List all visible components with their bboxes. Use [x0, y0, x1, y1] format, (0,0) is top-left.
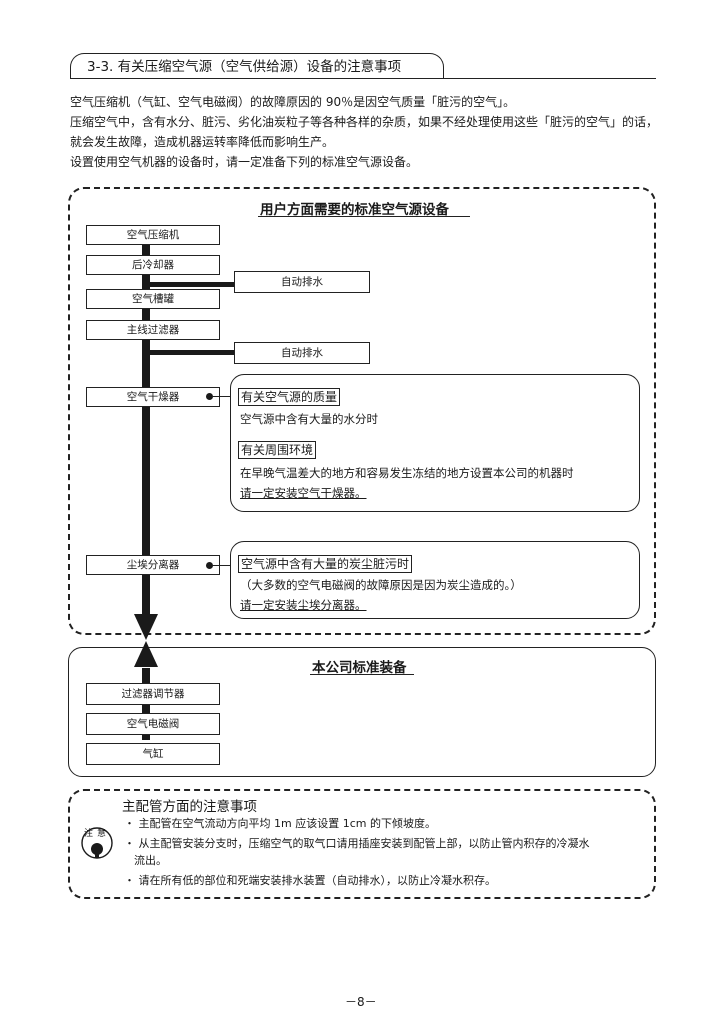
air-quality-text: 空气源中含有大量的水分时 — [240, 412, 378, 426]
dust-condition-label: 空气源中含有大量的炭尘脏污时 — [238, 555, 413, 573]
filter-regulator-box: 过滤器调节器 — [86, 683, 220, 705]
piping-note-2-continued: 流出。 — [134, 854, 167, 867]
user-equipment-title-underline — [258, 216, 470, 217]
page-number: －8－ — [345, 995, 377, 1009]
main-air-pipe — [142, 243, 150, 619]
air-quality-label: 有关空气源的质量 — [238, 388, 341, 406]
air-compressor-box: 空气压缩机 — [86, 225, 220, 245]
air-dryer-box: 空气干燥器 — [86, 387, 220, 407]
dust-separator-box: 尘埃分离器 — [86, 555, 220, 575]
user-equipment-title: 用户方面需要的标准空气源设备 — [260, 202, 449, 218]
drain-branch-2 — [146, 350, 236, 355]
drain-branch-1 — [146, 282, 236, 287]
section-title: 3-3. 有关压缩空气源（空气供给源）设备的注意事项 — [70, 53, 444, 79]
dust-reason-text: （大多数的空气电磁阀的故障原因是因为炭尘造成的。） — [240, 578, 522, 592]
air-tank-box: 空气槽罐 — [86, 289, 220, 309]
company-standard-title: 本公司标准装备 — [312, 660, 407, 676]
piping-note-1: ・ 主配管在空气流动方向平均 1m 应该设置 1cm 的下倾坡度。 — [124, 817, 436, 830]
piping-note-3: ・ 请在所有低的部位和死端安装排水装置（自动排水），以防止冷凝水积存。 — [124, 874, 496, 887]
intro-line-2: 压缩空气中，含有水分、脏污、劣化油炭粒子等各种各样的杂质，如果不经处理使用这些「… — [70, 115, 659, 129]
piping-notes-title: 主配管方面的注意事项 — [122, 799, 257, 815]
install-dust-separator-instruction: 请一定安装尘埃分离器。 — [240, 598, 367, 612]
intro-line-1: 空气压缩机（气缸、空气电磁阀）的故障原因的 90％是因空气质量「脏污的空气」。 — [70, 95, 516, 109]
piping-note-2: ・ 从主配管安装分支时，压缩空气的取气口请用插座安装到配管上部，以防止管内积存的… — [124, 837, 590, 850]
user-equipment-frame — [68, 187, 656, 635]
flow-arrow-down-icon — [134, 614, 158, 640]
header-rule — [70, 78, 656, 79]
dust-separator-callout — [230, 541, 640, 619]
intro-line-3: 就会发生故障，造成机器运转率降低而影响生产。 — [70, 135, 335, 149]
environment-text: 在早晚气温差大的地方和容易发生冻结的地方设置本公司的机器时 — [240, 466, 574, 480]
dust-connector-line — [212, 565, 234, 566]
company-standard-title-underline — [310, 674, 414, 675]
main-filter-box: 主线过滤器 — [86, 320, 220, 340]
dust-connector-dot — [206, 562, 213, 569]
environment-label: 有关周围环境 — [238, 441, 317, 459]
auto-drain-box-1: 自动排水 — [234, 271, 370, 293]
flow-arrow-up-icon — [134, 641, 158, 667]
company-standard-frame — [68, 647, 656, 777]
caution-icon-label: 注意 — [84, 829, 111, 839]
install-dryer-instruction: 请一定安装空气干燥器。 — [240, 486, 367, 500]
solenoid-valve-box: 空气电磁阀 — [86, 713, 220, 735]
aftercooler-box: 后冷却器 — [86, 255, 220, 275]
cylinder-box: 气缸 — [86, 743, 220, 765]
caution-icon: 注意 — [80, 822, 114, 860]
dryer-connector-dot — [206, 393, 213, 400]
piping-notes-frame — [68, 789, 656, 899]
intro-line-4: 设置使用空气机器的设备时，请一定准备下列的标准空气源设备。 — [70, 155, 419, 169]
auto-drain-box-2: 自动排水 — [234, 342, 370, 364]
air-dryer-callout — [230, 374, 640, 512]
dryer-connector-line — [212, 396, 234, 397]
